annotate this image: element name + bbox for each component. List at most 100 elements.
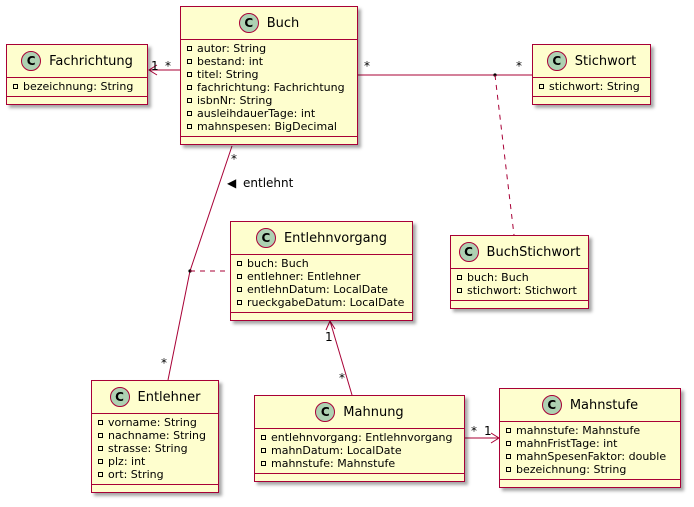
- class-name: Fachrichtung: [49, 53, 133, 69]
- attribute: ausleihdauerTage: int: [187, 107, 351, 120]
- class-mahnstufe[interactable]: C Mahnstufe mahnstufe: Mahnstufe mahnFri…: [499, 388, 681, 488]
- attribute: buch: Buch: [237, 257, 406, 270]
- mult-buch-entlehnt-star: *: [231, 152, 237, 166]
- class-name: Mahnung: [343, 404, 404, 420]
- private-visibility-icon: [98, 433, 103, 438]
- attribute: fachrichtung: Fachrichtung: [187, 81, 351, 94]
- class-header: C Fachrichtung: [7, 45, 147, 78]
- private-visibility-icon: [13, 84, 18, 89]
- private-visibility-icon: [187, 46, 192, 51]
- attribute: plz: int: [98, 455, 212, 468]
- attribute-list: vorname: String nachname: String strasse…: [92, 414, 218, 484]
- attribute: nachname: String: [98, 429, 212, 442]
- attribute: mahnstufe: Mahnstufe: [261, 457, 458, 470]
- class-buch[interactable]: C Buch autor: String bestand: int titel:…: [180, 6, 358, 145]
- private-visibility-icon: [98, 472, 103, 477]
- class-header: C Buch: [181, 7, 357, 40]
- attribute-list: stichwort: String: [533, 78, 650, 96]
- attribute: stichwort: String: [539, 80, 644, 93]
- operations-compartment: [500, 479, 680, 487]
- private-visibility-icon: [98, 420, 103, 425]
- attribute: buch: Buch: [457, 271, 582, 284]
- private-visibility-icon: [506, 441, 511, 446]
- attribute: mahnDatum: LocalDate: [261, 444, 458, 457]
- assoc-class-link-buchstichwort: [494, 74, 515, 236]
- attribute-list: entlehnvorgang: Entlehnvorgang mahnDatum…: [255, 429, 464, 473]
- class-stereotype-icon: C: [315, 402, 336, 422]
- private-visibility-icon: [98, 446, 103, 451]
- private-visibility-icon: [237, 287, 242, 292]
- private-visibility-icon: [187, 111, 192, 116]
- attribute: mahnspesen: BigDecimal: [187, 120, 351, 133]
- class-stereotype-icon: C: [546, 51, 567, 71]
- class-header: C Mahnstufe: [500, 389, 680, 422]
- mult-mahnung-star: *: [339, 371, 345, 385]
- private-visibility-icon: [237, 261, 242, 266]
- class-entlehnvorgang[interactable]: C Entlehnvorgang buch: Buch entlehner: E…: [230, 221, 413, 321]
- mult-entlehner-star: *: [161, 356, 167, 370]
- private-visibility-icon: [506, 454, 511, 459]
- attribute: mahnstufe: Mahnstufe: [506, 424, 674, 437]
- class-name: Mahnstufe: [569, 397, 639, 413]
- attribute: isbnNr: String: [187, 94, 351, 107]
- attribute-list: buch: Buch entlehner: Entlehner entlehnD…: [231, 255, 412, 312]
- private-visibility-icon: [98, 459, 103, 464]
- attribute: titel: String: [187, 68, 351, 81]
- attribute-list: buch: Buch stichwort: Stichwort: [451, 269, 588, 300]
- class-stereotype-icon: C: [21, 51, 42, 71]
- class-stereotype-icon: C: [255, 228, 276, 248]
- class-stichwort[interactable]: C Stichwort stichwort: String: [532, 44, 651, 105]
- attribute: autor: String: [187, 42, 351, 55]
- class-mahnung[interactable]: C Mahnung entlehnvorgang: Entlehnvorgang…: [254, 395, 465, 482]
- class-stereotype-icon: C: [541, 395, 562, 415]
- attribute-list: autor: String bestand: int titel: String…: [181, 40, 357, 136]
- attribute: mahnFristTage: int: [506, 437, 674, 450]
- class-stereotype-icon: C: [109, 387, 130, 407]
- assoc-direction-glyph: ◀: [227, 176, 237, 190]
- class-header: C Entlehner: [92, 381, 218, 414]
- mult-buch-stichwort-star: *: [364, 59, 370, 73]
- class-header: C Mahnung: [255, 396, 464, 429]
- class-stereotype-icon: C: [458, 242, 479, 262]
- mult-buch-fachrichtung-star: *: [165, 59, 171, 73]
- private-visibility-icon: [457, 275, 462, 280]
- attribute: bezeichnung: String: [13, 80, 141, 93]
- private-visibility-icon: [237, 274, 242, 279]
- private-visibility-icon: [187, 59, 192, 64]
- class-name: BuchStichwort: [486, 244, 581, 260]
- mult-stichwort-star: *: [516, 59, 522, 73]
- class-name: Stichwort: [574, 53, 637, 69]
- private-visibility-icon: [187, 124, 192, 129]
- class-entlehner[interactable]: C Entlehner vorname: String nachname: St…: [91, 380, 219, 493]
- attribute: stichwort: Stichwort: [457, 284, 582, 297]
- operations-compartment: [255, 473, 464, 481]
- class-name: Buch: [266, 15, 300, 31]
- attribute: entlehner: Entlehner: [237, 270, 406, 283]
- assoc-buch-entlehnpoint: [189, 145, 233, 272]
- private-visibility-icon: [506, 467, 511, 472]
- operations-compartment: [533, 96, 650, 104]
- operations-compartment: [181, 136, 357, 144]
- class-name: Entlehnvorgang: [283, 230, 388, 246]
- attribute-list: mahnstufe: Mahnstufe mahnFristTage: int …: [500, 422, 680, 479]
- attribute: entlehnvorgang: Entlehnvorgang: [261, 431, 458, 444]
- assoc-entlehnpoint-entlehner: [167, 270, 191, 381]
- attribute: vorname: String: [98, 416, 212, 429]
- mult-mahnung-mahnstufe-star: *: [471, 424, 477, 438]
- class-name: Entlehner: [137, 389, 201, 405]
- attribute: bezeichnung: String: [506, 463, 674, 476]
- attribute: entlehnDatum: LocalDate: [237, 283, 406, 296]
- attribute: bestand: int: [187, 55, 351, 68]
- attribute: strasse: String: [98, 442, 212, 455]
- class-fachrichtung[interactable]: C Fachrichtung bezeichnung: String: [6, 44, 148, 105]
- class-buchstichwort[interactable]: C BuchStichwort buch: Buch stichwort: St…: [450, 235, 589, 309]
- assoc-mahnung-entlehnvorgang: [329, 320, 353, 396]
- mult-fachrichtung-1: 1: [151, 59, 159, 73]
- assoc-label-entlehnt: entlehnt: [243, 176, 294, 190]
- class-header: C BuchStichwort: [451, 236, 588, 269]
- class-header: C Stichwort: [533, 45, 650, 78]
- attribute: rueckgabeDatum: LocalDate: [237, 296, 406, 309]
- arrowhead-fachrichtung: [148, 64, 158, 76]
- private-visibility-icon: [457, 288, 462, 293]
- operations-compartment: [231, 312, 412, 320]
